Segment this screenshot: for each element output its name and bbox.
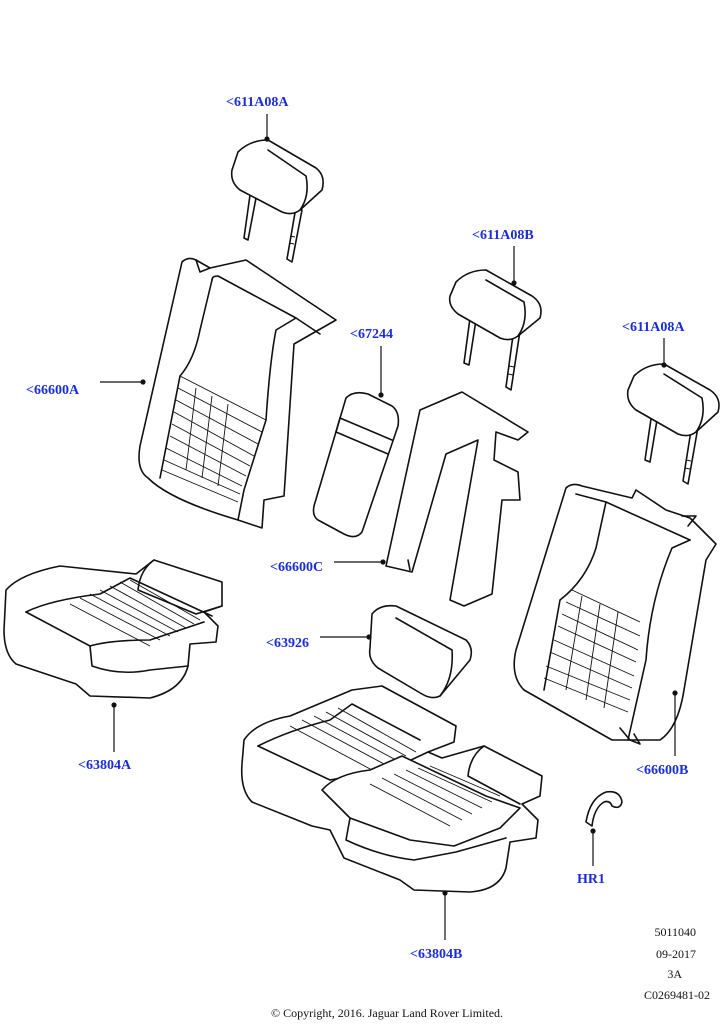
callout-headrest-middle[interactable]: <611A08B <box>472 228 534 243</box>
stamp-line-3: 3A <box>667 967 682 981</box>
callout-cushion-left[interactable]: <63804A <box>78 758 132 773</box>
headrest-middle[interactable] <box>448 269 542 391</box>
callout-hook[interactable]: HR1 <box>577 872 605 887</box>
seat-cushion-right[interactable] <box>240 685 543 893</box>
leader-lines <box>100 114 678 940</box>
seat-back-center[interactable] <box>385 391 529 607</box>
stamp-line-2: 09-2017 <box>656 947 696 961</box>
headrest-right[interactable] <box>626 363 720 485</box>
copyright-notice: © Copyright, 2016. Jaguar Land Rover Lim… <box>271 1006 503 1020</box>
stamp-line-4: C0269481-02 <box>644 988 710 1002</box>
headrest-left[interactable] <box>230 139 324 263</box>
drawing-stamp: 5011040 09-2017 3A C0269481-02 <box>644 925 710 1002</box>
seat-back-right[interactable] <box>513 483 717 745</box>
hook-hr1[interactable] <box>585 790 623 827</box>
callout-armrest-insert[interactable]: <67244 <box>350 327 393 342</box>
callout-headrest-left[interactable]: <611A08A <box>226 95 289 110</box>
callout-back-center[interactable]: <66600C <box>270 560 323 575</box>
stamp-line-1: 5011040 <box>654 925 696 939</box>
seat-cushion-left[interactable] <box>3 559 223 699</box>
callout-headrest-right[interactable]: <611A08A <box>622 320 685 335</box>
callout-back-right[interactable]: <66600B <box>636 763 688 778</box>
callout-back-left[interactable]: <66600A <box>26 383 80 398</box>
armrest-insert[interactable] <box>312 391 400 538</box>
armrest[interactable] <box>368 604 473 699</box>
callout-armrest[interactable]: <63926 <box>266 636 309 651</box>
seat-back-left[interactable] <box>138 257 337 529</box>
callout-cushion-right[interactable]: <63804B <box>410 947 462 962</box>
